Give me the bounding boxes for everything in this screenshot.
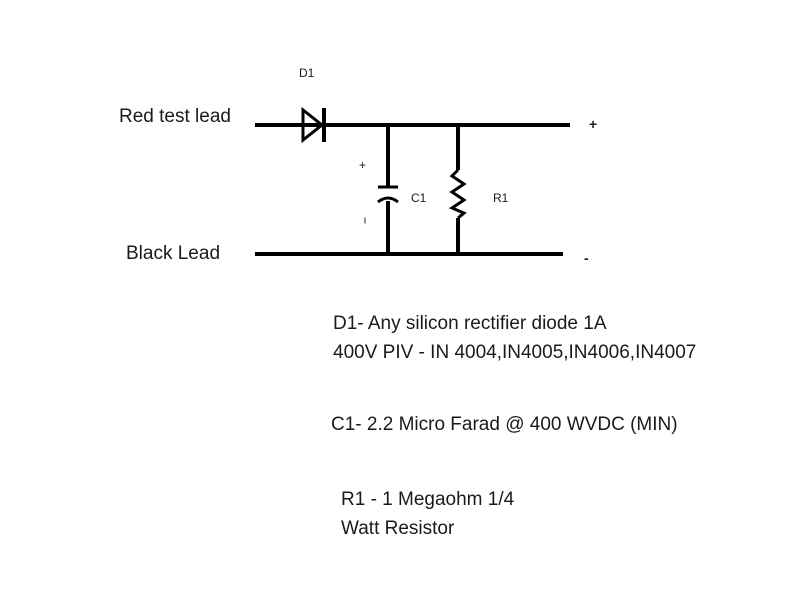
diode-symbol xyxy=(301,106,326,144)
note-r1-line1: R1 - 1 Megaohm 1/4 xyxy=(341,489,515,510)
note-r1-line2: Watt Resistor xyxy=(341,518,455,539)
red-test-lead-label: Red test lead xyxy=(119,106,231,127)
note-d1-line1: D1- Any silicon rectifier diode 1A xyxy=(333,313,607,334)
diode-label: D1 xyxy=(299,66,315,80)
capacitor-positive-mark: + xyxy=(359,158,367,172)
note-d1-line2: 400V PIV - IN 4004,IN4005,IN4006,IN4007 xyxy=(333,342,697,363)
output-negative-mark: - xyxy=(584,250,589,266)
capacitor-negative-mark: -- xyxy=(359,217,373,223)
note-c1: C1- 2.2 Micro Farad @ 400 WVDC (MIN) xyxy=(331,414,678,435)
resistor-symbol xyxy=(448,168,467,220)
capacitor-symbol xyxy=(377,185,399,204)
output-positive-mark: + xyxy=(589,116,598,132)
black-lead-label: Black Lead xyxy=(126,243,221,264)
capacitor-label: C1 xyxy=(411,191,427,205)
resistor-label: R1 xyxy=(493,191,509,205)
